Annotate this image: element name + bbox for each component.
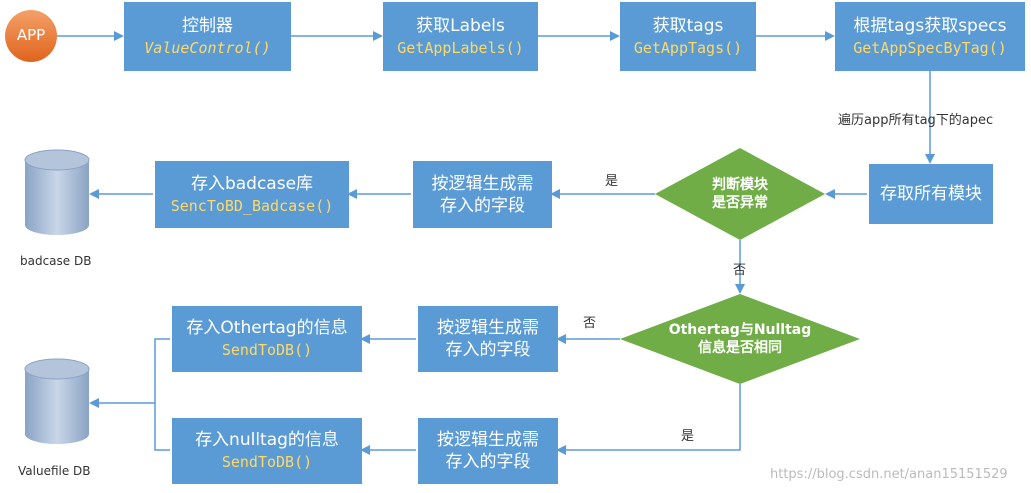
get-tags-box: 获取tags GetAppTags(): [620, 2, 756, 71]
badcase-store-box: 存入badcase库 SencToBD_Badcase(): [155, 161, 349, 228]
valuefile-db-label: Valuefile DB: [18, 464, 91, 478]
controller-title: 控制器: [182, 15, 233, 36]
badcase-store-code: SencToBD_Badcase(): [170, 196, 334, 215]
gen-fields-3-box: 按逻辑生成需 存入的字段: [418, 418, 558, 484]
judge-text-line1: 判断模块: [712, 177, 768, 193]
get-labels-box: 获取Labels GetAppLabels(): [383, 2, 538, 71]
gen-fields-2-line1: 按逻辑生成需: [437, 318, 539, 338]
othertag-store-title: 存入Othertag的信息: [186, 318, 348, 338]
get-tags-code: GetAppTags(): [633, 38, 743, 57]
judge-text-line2: 是否异常: [712, 195, 768, 211]
get-specs-box: 根据tags获取specs GetAppSpecByTag(): [835, 2, 1025, 71]
judge-yes-label: 是: [605, 174, 619, 189]
judge-text: 判断模块 是否异常: [680, 176, 800, 212]
traverse-label: 遍历app所有tag下的apec: [838, 113, 994, 128]
gen-fields-2-line2: 存入的字段: [445, 340, 531, 360]
gen-fields-1-line2: 存入的字段: [440, 195, 525, 216]
gen-fields-3-line2: 存入的字段: [445, 452, 531, 472]
get-labels-title: 获取Labels: [416, 15, 505, 36]
compare-yes-label: 是: [681, 429, 695, 444]
badcase-db-label: badcase DB: [20, 254, 92, 268]
othertag-store-code: SendToDB(): [221, 341, 313, 359]
gen-fields-1-line1: 按逻辑生成需: [431, 173, 534, 194]
compare-no-label: 否: [583, 316, 597, 331]
gen-fields-2-box: 按逻辑生成需 存入的字段: [418, 306, 558, 372]
gen-fields-3-line1: 按逻辑生成需: [437, 430, 539, 450]
nulltag-store-title: 存入nulltag的信息: [195, 430, 339, 450]
app-start-node: [5, 10, 57, 62]
othertag-store-box: 存入Othertag的信息 SendToDB(): [172, 306, 362, 372]
get-labels-code: GetAppLabels(): [397, 38, 524, 57]
compare-text: Othertag与Nulltag 信息是否相同: [660, 321, 820, 357]
valuefile-db-icon: [24, 358, 90, 444]
badcase-store-title: 存入badcase库: [190, 173, 314, 194]
get-specs-title: 根据tags获取specs: [853, 15, 1007, 36]
nulltag-store-box: 存入nulltag的信息 SendToDB(): [172, 418, 362, 484]
judge-diamond: [655, 148, 825, 240]
controller-box: 控制器 ValueControl(): [124, 2, 291, 71]
compare-text-line1: Othertag与Nulltag: [668, 322, 812, 338]
app-start-label: APP: [16, 26, 46, 44]
merge-bracket: [154, 338, 170, 451]
judge-no-label: 否: [733, 263, 747, 278]
arrow-compare-yes: [556, 384, 741, 455]
controller-code: ValueControl(): [144, 38, 271, 57]
watermark-text: https://blog.csdn.net/anan15151529: [770, 467, 1008, 482]
nulltag-store-code: SendToDB(): [221, 453, 313, 471]
badcase-db-icon: [24, 149, 90, 235]
get-tags-title: 获取tags: [652, 15, 724, 36]
fetch-modules-box: 存取所有模块: [869, 164, 993, 224]
fetch-modules-title: 存取所有模块: [880, 184, 982, 204]
compare-text-line2: 信息是否相同: [698, 340, 782, 356]
get-specs-code: GetAppSpecByTag(): [853, 38, 1007, 57]
compare-diamond: [620, 294, 860, 384]
gen-fields-1-box: 按逻辑生成需 存入的字段: [413, 161, 552, 228]
